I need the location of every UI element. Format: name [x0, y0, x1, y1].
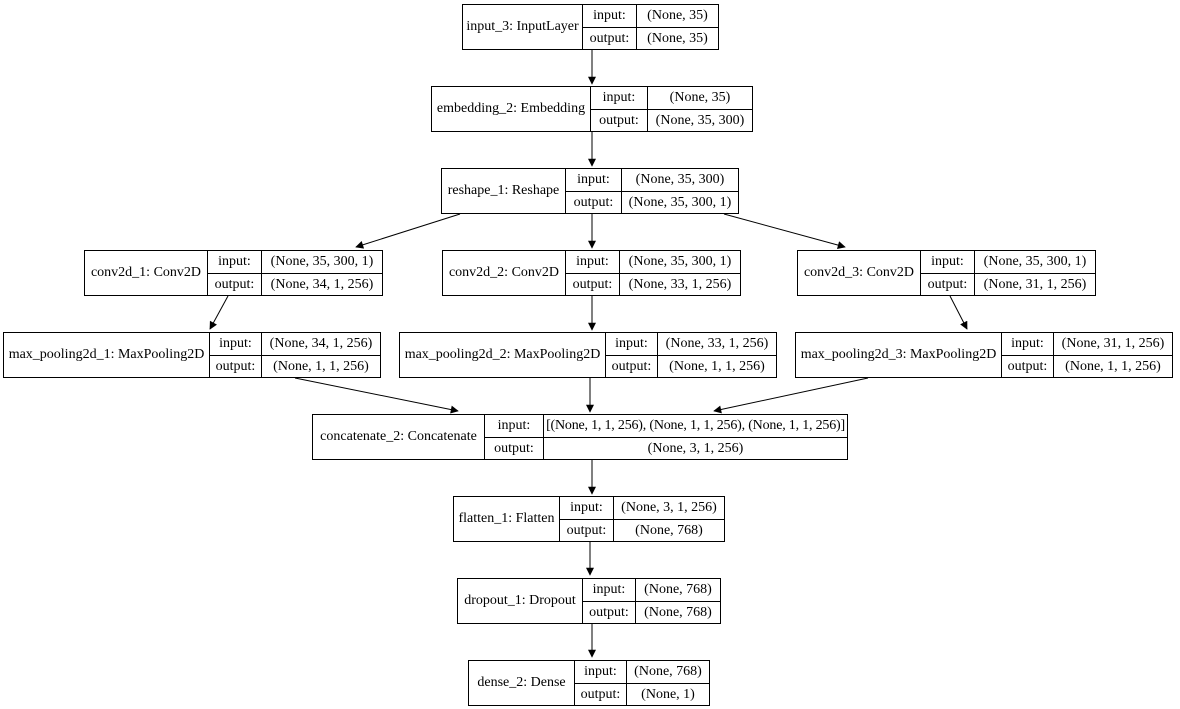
input-shape: (None, 34, 1, 256)	[261, 333, 380, 355]
output-shape: (None, 33, 1, 256)	[619, 273, 740, 295]
input-shape: (None, 35)	[636, 5, 718, 27]
edge-arrow	[294, 377, 459, 414]
input-label: input:	[582, 579, 635, 601]
input-label: input:	[565, 251, 619, 273]
node-conv2d_3: conv2d_3: Conv2D input: (None, 35, 300, …	[797, 250, 1096, 296]
input-shape: (None, 35, 300, 1)	[619, 251, 740, 273]
node-dense_2: dense_2: Dense input: (None, 768) output…	[468, 660, 710, 706]
input-label: input:	[559, 497, 613, 519]
output-label: output:	[207, 273, 261, 295]
output-shape: (None, 1, 1, 256)	[261, 355, 380, 377]
layer-name: flatten_1: Flatten	[458, 511, 555, 526]
node-max_pooling2d_1: max_pooling2d_1: MaxPooling2D input: (No…	[3, 332, 381, 378]
input-shape: (None, 35, 300, 1)	[974, 251, 1095, 273]
output-label: output:	[590, 109, 647, 131]
output-label: output:	[605, 355, 657, 377]
layer-name: max_pooling2d_1: MaxPooling2D	[8, 347, 205, 362]
input-label: input:	[920, 251, 974, 273]
node-conv2d_2: conv2d_2: Conv2D input: (None, 35, 300, …	[442, 250, 741, 296]
edge-arrow	[209, 295, 229, 330]
output-label: output:	[582, 27, 636, 49]
layer-name: concatenate_2: Concatenate	[320, 429, 477, 444]
input-label: input:	[565, 169, 621, 191]
output-label: output:	[559, 519, 613, 541]
layer-name: conv2d_1: Conv2D	[90, 265, 202, 280]
layer-name: conv2d_3: Conv2D	[803, 265, 915, 280]
edge-arrow	[355, 213, 461, 249]
output-label: output:	[209, 355, 261, 377]
output-shape: (None, 768)	[635, 601, 720, 623]
edge-arrow	[713, 377, 869, 414]
node-concatenate_2: concatenate_2: Concatenate input: [(None…	[312, 414, 848, 460]
input-shape: (None, 35, 300)	[621, 169, 738, 191]
layer-name: input_3: InputLayer	[466, 19, 579, 34]
input-shape: [(None, 1, 1, 256), (None, 1, 1, 256), (…	[543, 415, 847, 437]
input-label: input:	[209, 333, 261, 355]
output-shape: (None, 35)	[636, 27, 718, 49]
layer-name: conv2d_2: Conv2D	[448, 265, 560, 280]
input-shape: (None, 768)	[626, 661, 709, 683]
layer-name: max_pooling2d_2: MaxPooling2D	[404, 347, 601, 362]
input-label: input:	[574, 661, 626, 683]
edge-arrow	[949, 295, 968, 330]
node-max_pooling2d_2: max_pooling2d_2: MaxPooling2D input: (No…	[399, 332, 777, 378]
input-shape: (None, 33, 1, 256)	[657, 333, 776, 355]
node-reshape_1: reshape_1: Reshape input: (None, 35, 300…	[441, 168, 739, 214]
output-shape: (None, 1, 1, 256)	[1053, 355, 1172, 377]
layer-name: max_pooling2d_3: MaxPooling2D	[800, 347, 997, 362]
output-shape: (None, 31, 1, 256)	[974, 273, 1095, 295]
input-shape: (None, 35)	[647, 87, 752, 109]
layer-name: dropout_1: Dropout	[464, 593, 576, 608]
input-label: input:	[484, 415, 543, 437]
input-shape: (None, 768)	[635, 579, 720, 601]
output-label: output:	[565, 191, 621, 213]
output-label: output:	[574, 683, 626, 705]
input-label: input:	[590, 87, 647, 109]
output-label: output:	[565, 273, 619, 295]
input-shape: (None, 31, 1, 256)	[1053, 333, 1172, 355]
output-shape: (None, 1, 1, 256)	[657, 355, 776, 377]
input-shape: (None, 35, 300, 1)	[261, 251, 382, 273]
output-shape: (None, 3, 1, 256)	[543, 437, 847, 459]
output-label: output:	[484, 437, 543, 459]
node-dropout_1: dropout_1: Dropout input: (None, 768) ou…	[457, 578, 721, 624]
edge-arrow	[723, 213, 846, 249]
output-label: output:	[1001, 355, 1053, 377]
input-label: input:	[582, 5, 636, 27]
input-label: input:	[207, 251, 261, 273]
output-label: output:	[582, 601, 635, 623]
output-shape: (None, 35, 300)	[647, 109, 752, 131]
output-label: output:	[920, 273, 974, 295]
output-shape: (None, 34, 1, 256)	[261, 273, 382, 295]
input-label: input:	[1001, 333, 1053, 355]
input-label: input:	[605, 333, 657, 355]
node-flatten_1: flatten_1: Flatten input: (None, 3, 1, 2…	[453, 496, 725, 542]
output-shape: (None, 768)	[613, 519, 724, 541]
layer-name: dense_2: Dense	[477, 675, 566, 690]
output-shape: (None, 35, 300, 1)	[621, 191, 738, 213]
node-input_3: input_3: InputLayer input: (None, 35) ou…	[462, 4, 719, 50]
input-shape: (None, 3, 1, 256)	[613, 497, 724, 519]
layer-name: embedding_2: Embedding	[436, 101, 586, 116]
node-max_pooling2d_3: max_pooling2d_3: MaxPooling2D input: (No…	[795, 332, 1173, 378]
output-shape: (None, 1)	[626, 683, 709, 705]
node-conv2d_1: conv2d_1: Conv2D input: (None, 35, 300, …	[84, 250, 383, 296]
node-embedding_2: embedding_2: Embedding input: (None, 35)…	[431, 86, 753, 132]
layer-name: reshape_1: Reshape	[447, 183, 560, 198]
